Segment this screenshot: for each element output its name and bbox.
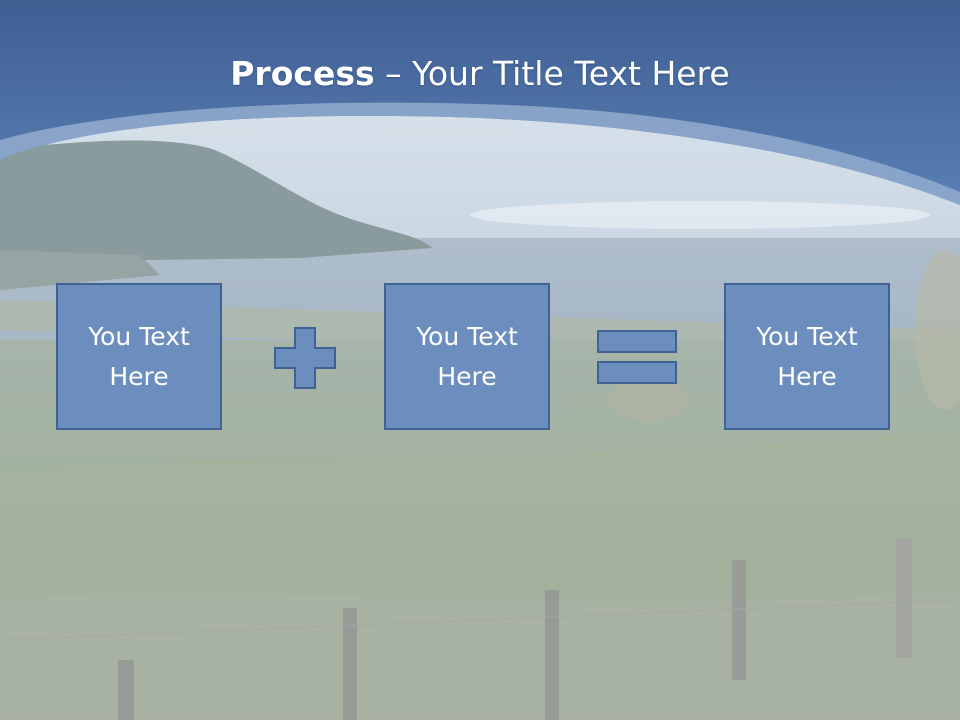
- equals-icon: [597, 330, 677, 384]
- text-box-1[interactable]: You Text Here: [56, 283, 222, 430]
- plus-icon: [274, 327, 336, 389]
- title-bold: Process: [230, 54, 375, 93]
- title-rest: – Your Title Text Here: [374, 54, 730, 93]
- text-box-2-label: You Text Here: [416, 321, 518, 391]
- text-box-3-label: You Text Here: [756, 321, 858, 391]
- text-box-3[interactable]: You Text Here: [724, 283, 890, 430]
- slide-title: Process – Your Title Text Here: [0, 50, 960, 98]
- text-box-2[interactable]: You Text Here: [384, 283, 550, 430]
- text-box-1-label: You Text Here: [88, 321, 190, 391]
